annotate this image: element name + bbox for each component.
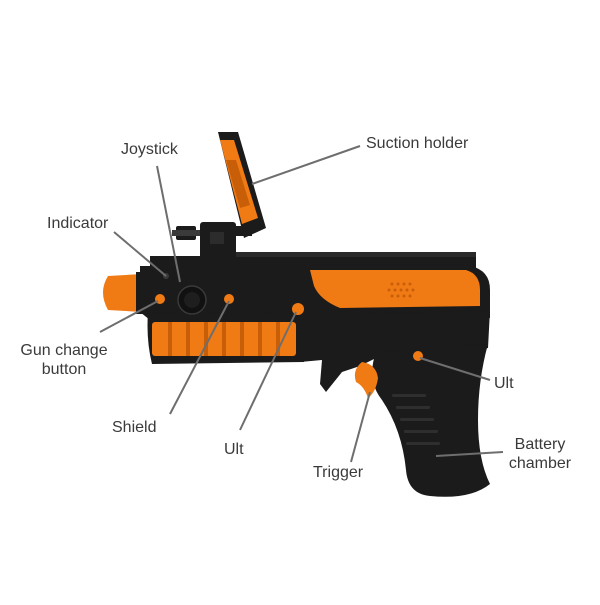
label-battery-line1: Battery [514,436,566,453]
label-shield: Shield [112,419,157,436]
label-battery-line2: chamber [508,455,572,472]
leader-lines [99,145,504,463]
top-rail [150,252,476,268]
label-gun-change-line1: Gun change [20,342,108,359]
label-joystick: Joystick [121,141,178,158]
label-suction-holder: Suction holder [366,135,469,152]
suction-holder [218,132,266,238]
label-gun-change-line2: button [41,361,87,378]
mount-block [172,222,236,262]
side-rail-orange [152,322,296,356]
speaker-grille [387,282,415,298]
label-battery-chamber: Battery chamber [504,435,576,473]
label-indicator: Indicator [47,215,109,232]
label-ult-left: Ult [224,441,244,458]
trigger [354,362,378,398]
shield-button [224,294,234,304]
label-gun-change-button: Gun change button [16,341,112,379]
joystick [177,285,207,315]
ult-button-left [292,303,304,315]
label-trigger: Trigger [313,464,364,481]
label-ult-right: Ult [494,375,514,392]
muzzle [103,274,142,312]
grip-texture [392,394,440,445]
